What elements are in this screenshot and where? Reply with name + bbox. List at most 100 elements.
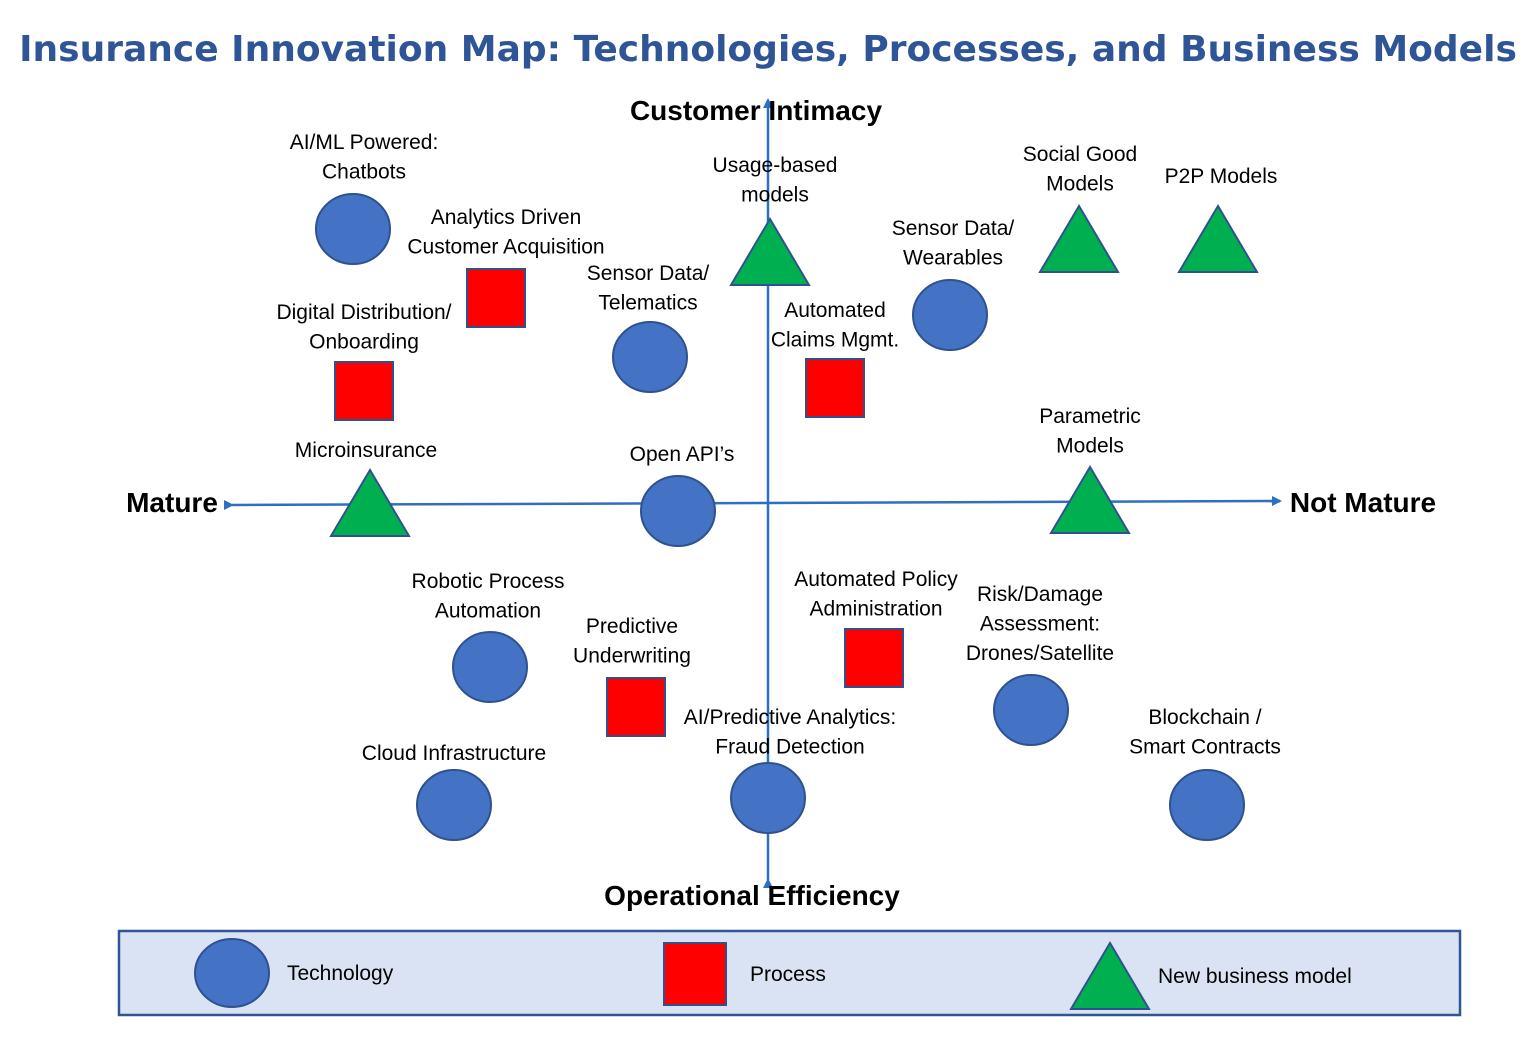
- item-label-line: Digital Distribution/: [276, 301, 451, 324]
- legend: Technology Process New business model: [117, 929, 1462, 1017]
- item-label-line: Underwriting: [573, 645, 691, 668]
- item-label-line: Predictive: [586, 615, 678, 638]
- process-square: [606, 677, 666, 737]
- map-item-cloud-infrastructure: Cloud Infrastructure: [362, 742, 546, 841]
- legend-item-business_model: New business model: [1069, 941, 1352, 1010]
- legend-item-technology: Technology: [194, 938, 394, 1008]
- technology-circle: [912, 279, 988, 351]
- technology-circle: [1169, 769, 1245, 841]
- item-label-line: Blockchain /: [1148, 706, 1261, 729]
- page-title: Insurance Innovation Map: Technologies, …: [19, 29, 1517, 70]
- map-item-open-apis: Open API’s: [630, 443, 735, 547]
- item-label-line: P2P Models: [1165, 165, 1278, 188]
- circle-icon: [194, 938, 270, 1008]
- item-label: Usage-based models: [713, 154, 838, 207]
- technology-circle: [452, 631, 528, 703]
- technology-circle: [993, 674, 1069, 746]
- item-label-line: Automated: [784, 299, 886, 322]
- business-model-triangle: [329, 468, 411, 537]
- process-square: [334, 361, 394, 421]
- map-item-ai-fraud-detection: AI/Predictive Analytics: Fraud Detection: [684, 706, 896, 834]
- legend-label: Technology: [287, 962, 394, 985]
- item-label-line: Models: [1046, 173, 1114, 196]
- item-label-line: Onboarding: [309, 331, 419, 354]
- legend-label: Process: [750, 963, 826, 986]
- legend-item-process: Process: [663, 942, 826, 1006]
- axis-label-left: Mature: [126, 487, 218, 518]
- map-item-blockchain-smart-contracts: Blockchain /Smart Contracts: [1129, 706, 1281, 841]
- axis-label-bottom: Operational Efficiency: [604, 880, 900, 911]
- item-label-line: Social Good: [1023, 143, 1137, 166]
- item-label: Sensor Data/Wearables: [892, 217, 1015, 270]
- item-label-line: Drones/Satellite: [966, 642, 1114, 665]
- map-item-p2p-models: P2P Models: [1165, 165, 1278, 273]
- process-square: [844, 628, 904, 688]
- business-model-triangle: [1038, 204, 1120, 273]
- item-label-line: Microinsurance: [295, 439, 437, 462]
- item-label-line: Open API’s: [630, 443, 735, 466]
- item-label: Microinsurance: [295, 439, 437, 462]
- map-item-digital-distribution: Digital Distribution/Onboarding: [276, 301, 452, 421]
- item-label-line: Robotic Process: [412, 570, 565, 593]
- item-label-line: Cloud Infrastructure: [362, 742, 546, 765]
- item-label-line: Administration: [809, 598, 942, 621]
- item-label-line: AI/Predictive Analytics:: [684, 706, 896, 729]
- map-item-sensor-telematics: Sensor Data/Telematics: [587, 262, 710, 393]
- technology-circle: [730, 762, 806, 834]
- item-label-line: Sensor Data/: [892, 217, 1015, 240]
- item-label: Cloud Infrastructure: [362, 742, 546, 765]
- map-item-usage-based-models: Usage-based models: [713, 154, 838, 286]
- technology-circle: [612, 321, 688, 393]
- item-label: Blockchain /Smart Contracts: [1129, 706, 1281, 759]
- business-model-triangle: [1049, 465, 1131, 534]
- axis-label-right: Not Mature: [1290, 487, 1436, 518]
- business-model-triangle: [729, 217, 811, 286]
- item-label-line: models: [741, 184, 809, 207]
- item-label-line: Chatbots: [322, 161, 406, 184]
- item-label-line: Usage-based: [713, 154, 838, 177]
- legend-items: Technology Process New business model: [194, 938, 1352, 1010]
- process-square: [805, 358, 865, 418]
- item-label-line: Automation: [435, 600, 541, 623]
- item-label-line: Parametric: [1039, 405, 1141, 428]
- item-label: P2P Models: [1165, 165, 1278, 188]
- item-label-line: Fraud Detection: [715, 736, 864, 759]
- item-label: Digital Distribution/Onboarding: [276, 301, 451, 354]
- item-label: AI/ML Powered: Chatbots: [290, 131, 439, 184]
- item-label: Sensor Data/Telematics: [587, 262, 710, 315]
- technology-circle: [315, 193, 391, 265]
- item-label-line: Wearables: [903, 247, 1003, 270]
- technology-circle: [416, 769, 492, 841]
- map-item-sensor-wearables: Sensor Data/Wearables: [892, 217, 1015, 351]
- item-label-line: Assessment:: [980, 613, 1100, 636]
- legend-label: New business model: [1158, 965, 1352, 988]
- item-label-line: Analytics Driven: [431, 206, 582, 229]
- process-square: [466, 268, 526, 328]
- item-label-line: Claims Mgmt.: [771, 329, 899, 352]
- legend-box: [117, 929, 1462, 1017]
- item-label-line: Customer Acquisition: [407, 236, 604, 259]
- item-label-line: Sensor Data/: [587, 262, 710, 285]
- map-item-ai-ml-chatbots: AI/ML Powered: Chatbots: [290, 131, 439, 265]
- item-label: Open API’s: [630, 443, 735, 466]
- triangle-icon: [1069, 941, 1151, 1010]
- item-label-line: AI/ML Powered:: [290, 131, 439, 154]
